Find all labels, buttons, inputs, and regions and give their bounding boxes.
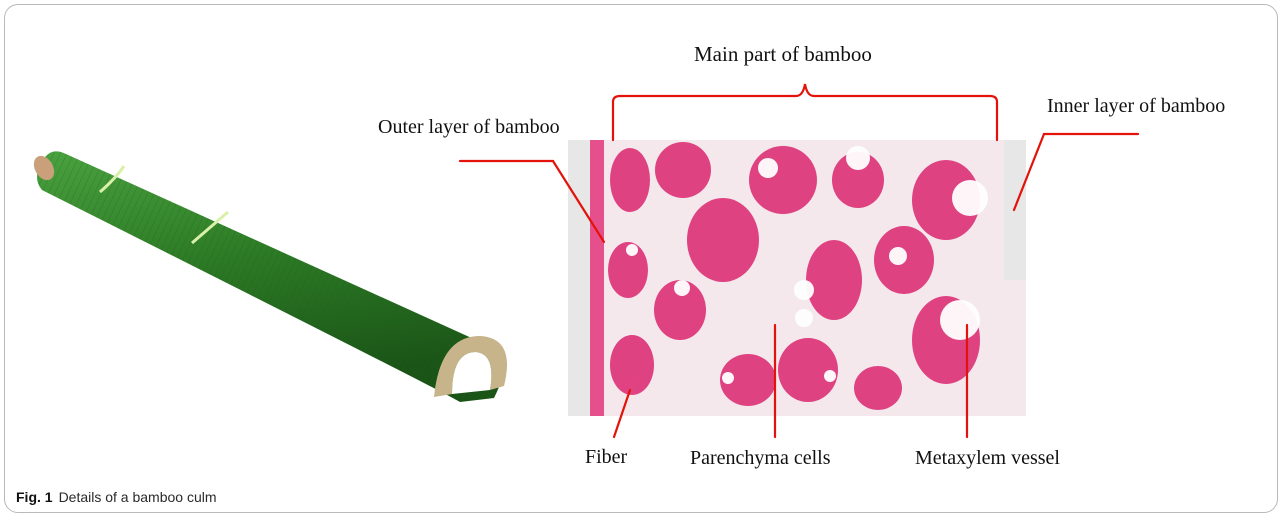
label-fiber: Fiber: [585, 447, 627, 467]
label-outer-layer: Outer layer of bamboo: [378, 117, 560, 137]
label-parenchyma-cells: Parenchyma cells: [690, 448, 831, 468]
figure-caption-text: Details of a bamboo culm: [59, 489, 217, 505]
label-inner-layer: Inner layer of bamboo: [1047, 96, 1225, 116]
label-main-part: Main part of bamboo: [694, 44, 872, 65]
bamboo-cross-section-micrograph: [568, 140, 1026, 416]
bamboo-culm-illustration: [20, 140, 520, 410]
figure-caption-label: Fig. 1: [16, 489, 53, 505]
figure-caption: Fig. 1 Details of a bamboo culm: [16, 489, 217, 505]
label-metaxylem-vessel: Metaxylem vessel: [915, 448, 1060, 468]
